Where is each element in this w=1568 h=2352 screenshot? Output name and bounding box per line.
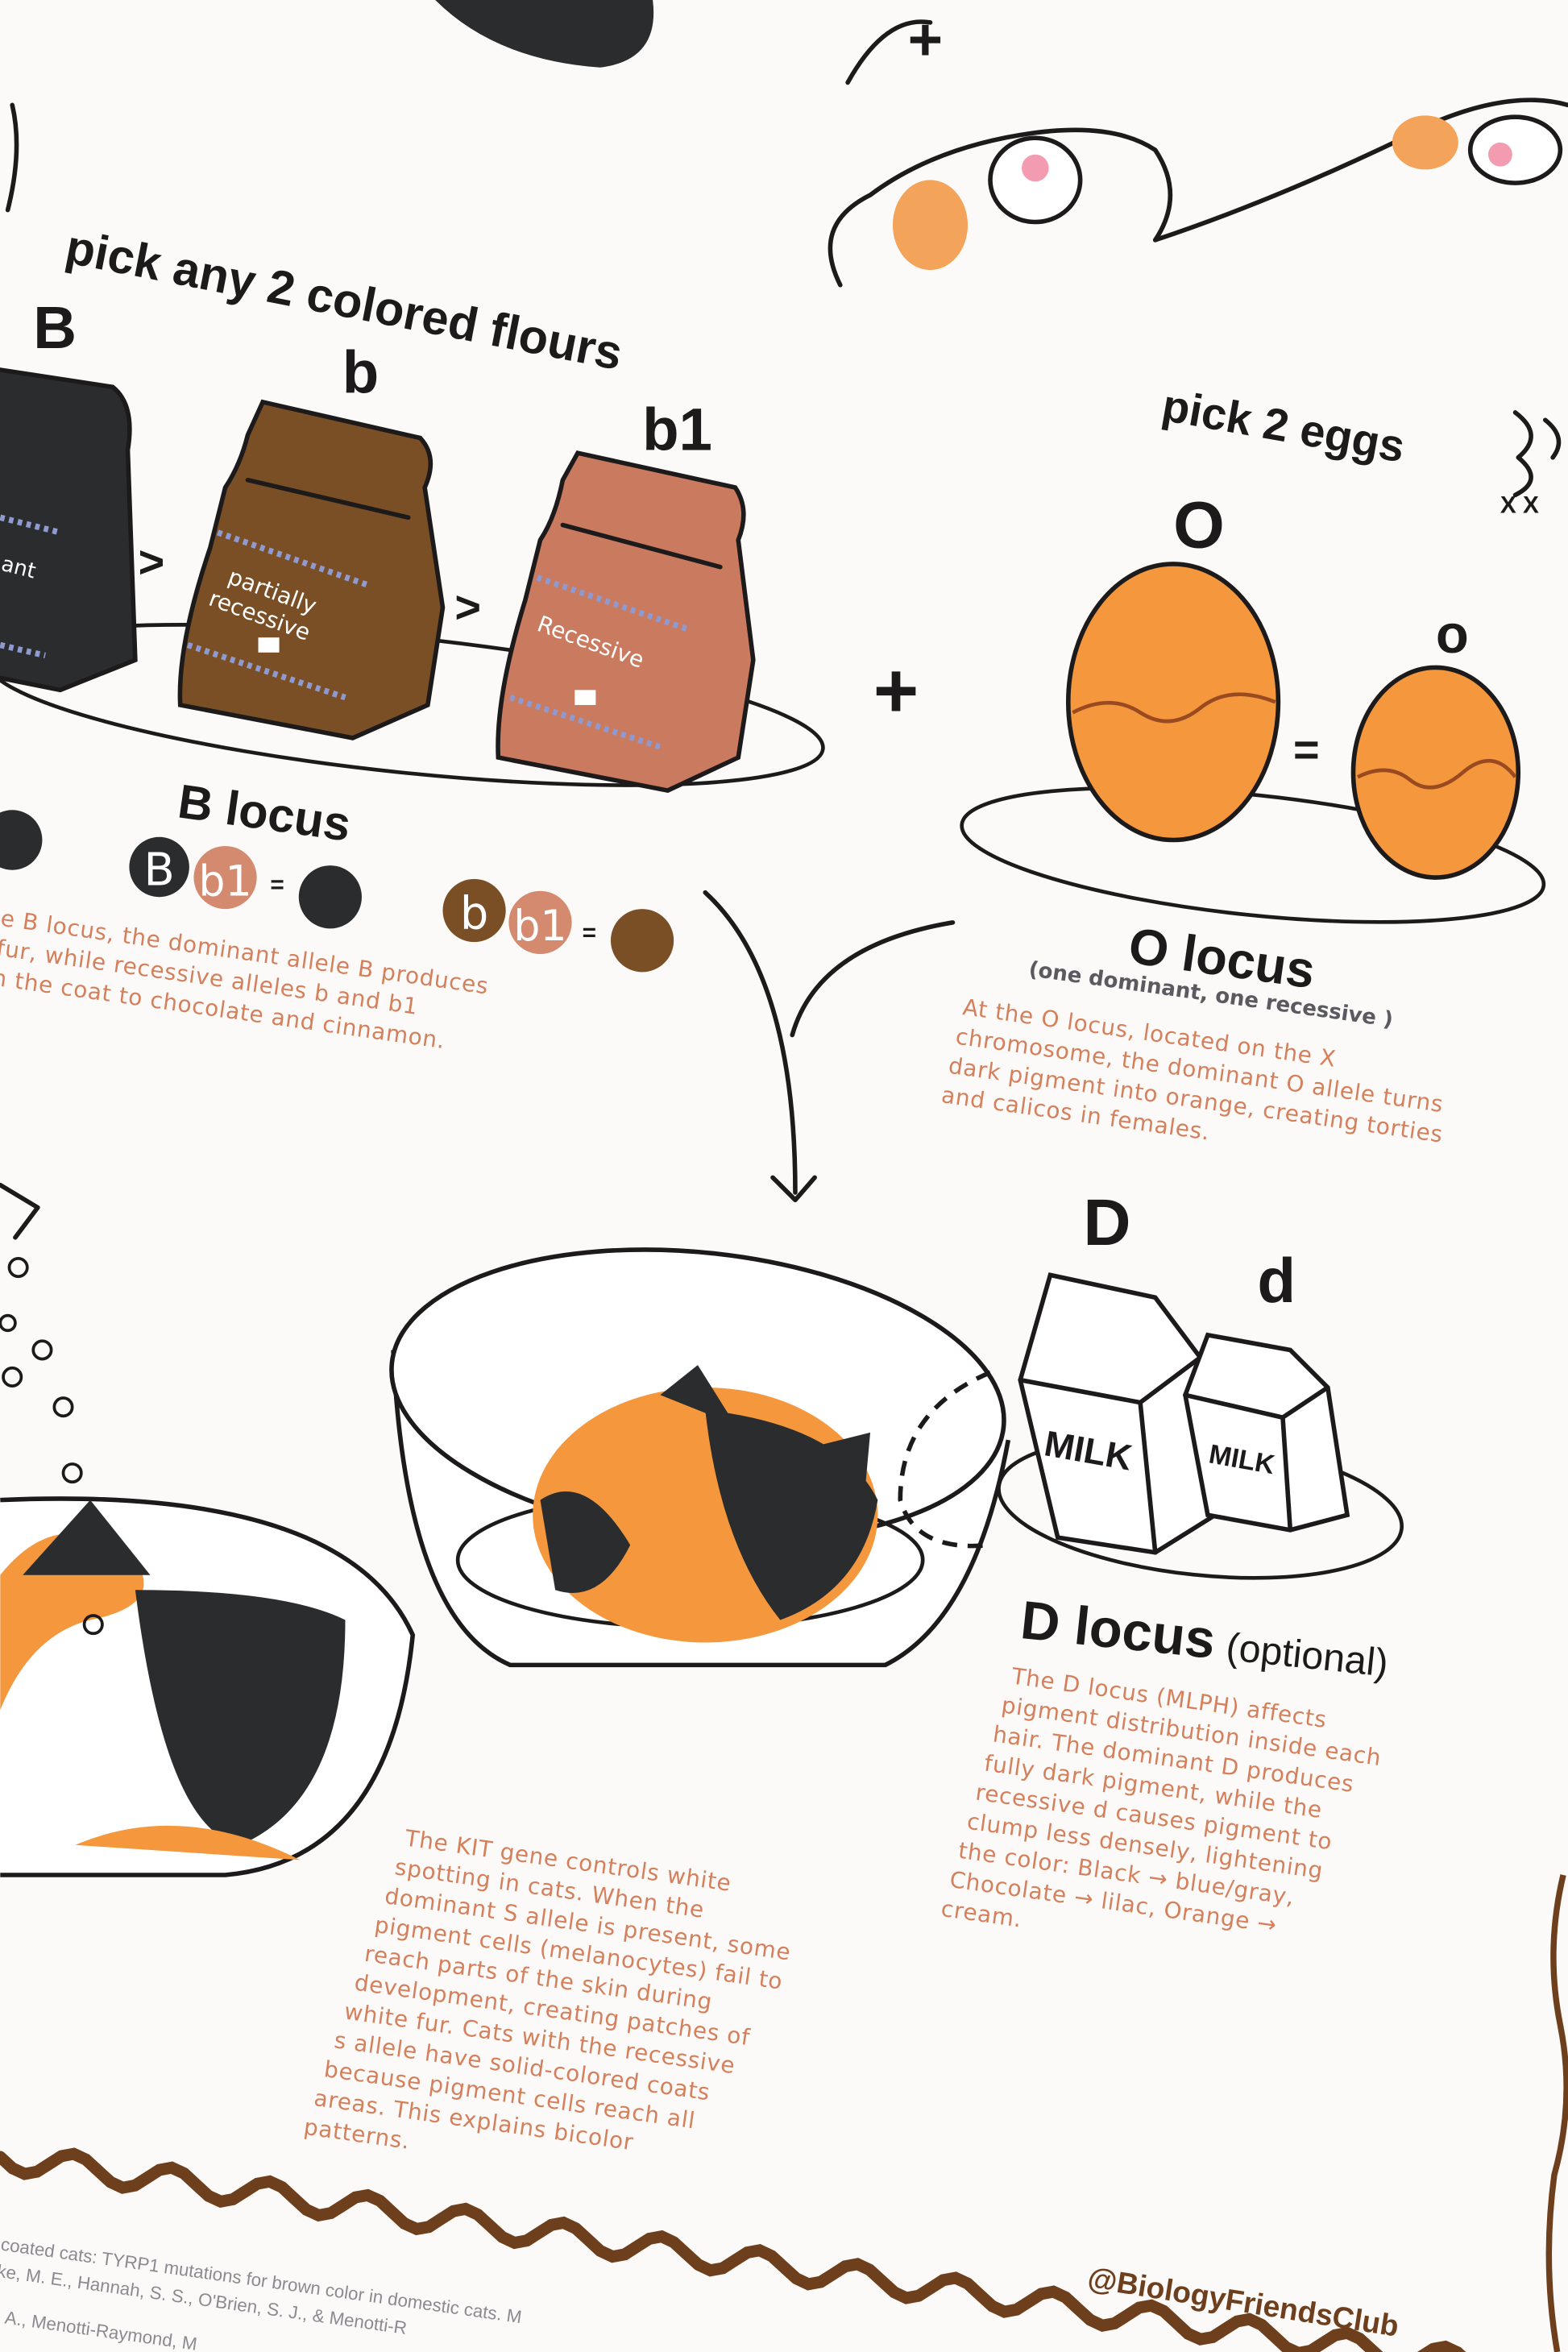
result-chocolate [610,909,674,973]
svg-text:o: o [1436,604,1469,665]
cat-silhouette-icon [575,690,596,705]
d-locus-description: The D locus (MLPH) affects pigment distr… [940,1662,1383,1938]
d-locus-title: D locus [1018,1590,1218,1670]
top-cat-illustration: + [5,0,1568,288]
wavy-border-right [1545,1874,1568,2352]
svg-text:/. A., Menotti-Raymond, M: /. A., Menotti-Raymond, M [0,2305,198,2352]
flour-bag-B[interactable]: B ant [0,294,138,693]
egg-o[interactable]: o [1350,604,1521,880]
allele-label: b [342,339,379,406]
dominance-symbol: > [454,582,481,633]
dominance-symbol: > [139,537,165,587]
svg-text:X X: X X [1500,492,1539,519]
svg-text:D: D [1083,1186,1130,1259]
kit-description: The KIT gene controls white spotting in … [302,1824,793,2155]
wavy-border [0,2147,1466,2352]
allele-label: B [33,294,77,361]
references: coated cats: TYRP1 mutations for brown c… [0,2234,523,2352]
allele-label: b1 [642,396,712,463]
milk-carton-D[interactable]: D MILK [1018,1186,1218,1555]
mixing-bowl [389,1247,1011,1668]
svg-text:d: d [1257,1245,1296,1316]
equals: = [270,872,284,898]
flour-bag-b[interactable]: b partially recessive [177,339,446,740]
b-locus-title: B locus [175,774,354,851]
equals: = [1293,724,1320,774]
milk-carton-d[interactable]: d MILK [1183,1245,1350,1533]
flour-bag-b1[interactable]: b1 Recessive [496,396,756,793]
allele-b1: b1 [513,902,566,951]
allele-B: B [143,844,174,896]
eggs-heading: pick 2 eggs [1159,380,1408,472]
left-bowl [0,1182,416,1877]
calico-cat-dough [533,1365,878,1643]
plus-sign-top: + [908,6,943,73]
d-locus-optional: (optional) [1224,1625,1390,1686]
allele-b: b [460,887,488,940]
credit-handle: @BiologyFriendsClub [1085,2260,1401,2342]
cat-silhouette-icon [258,637,280,653]
merge-arrow [703,890,956,1203]
equals: = [583,919,596,946]
allele-b1: b1 [198,857,251,906]
b-locus-combos: B b1 = b b1 = [0,810,674,973]
egg-platform [960,786,1546,924]
b-locus-description: e B locus, the dominant allele B produce… [0,905,491,1054]
plus-sign: + [873,646,919,734]
result-black [298,865,362,929]
chromosome-icon: X X [1500,410,1562,519]
egg-O[interactable]: O [1065,488,1281,843]
svg-text:O: O [1173,488,1225,562]
